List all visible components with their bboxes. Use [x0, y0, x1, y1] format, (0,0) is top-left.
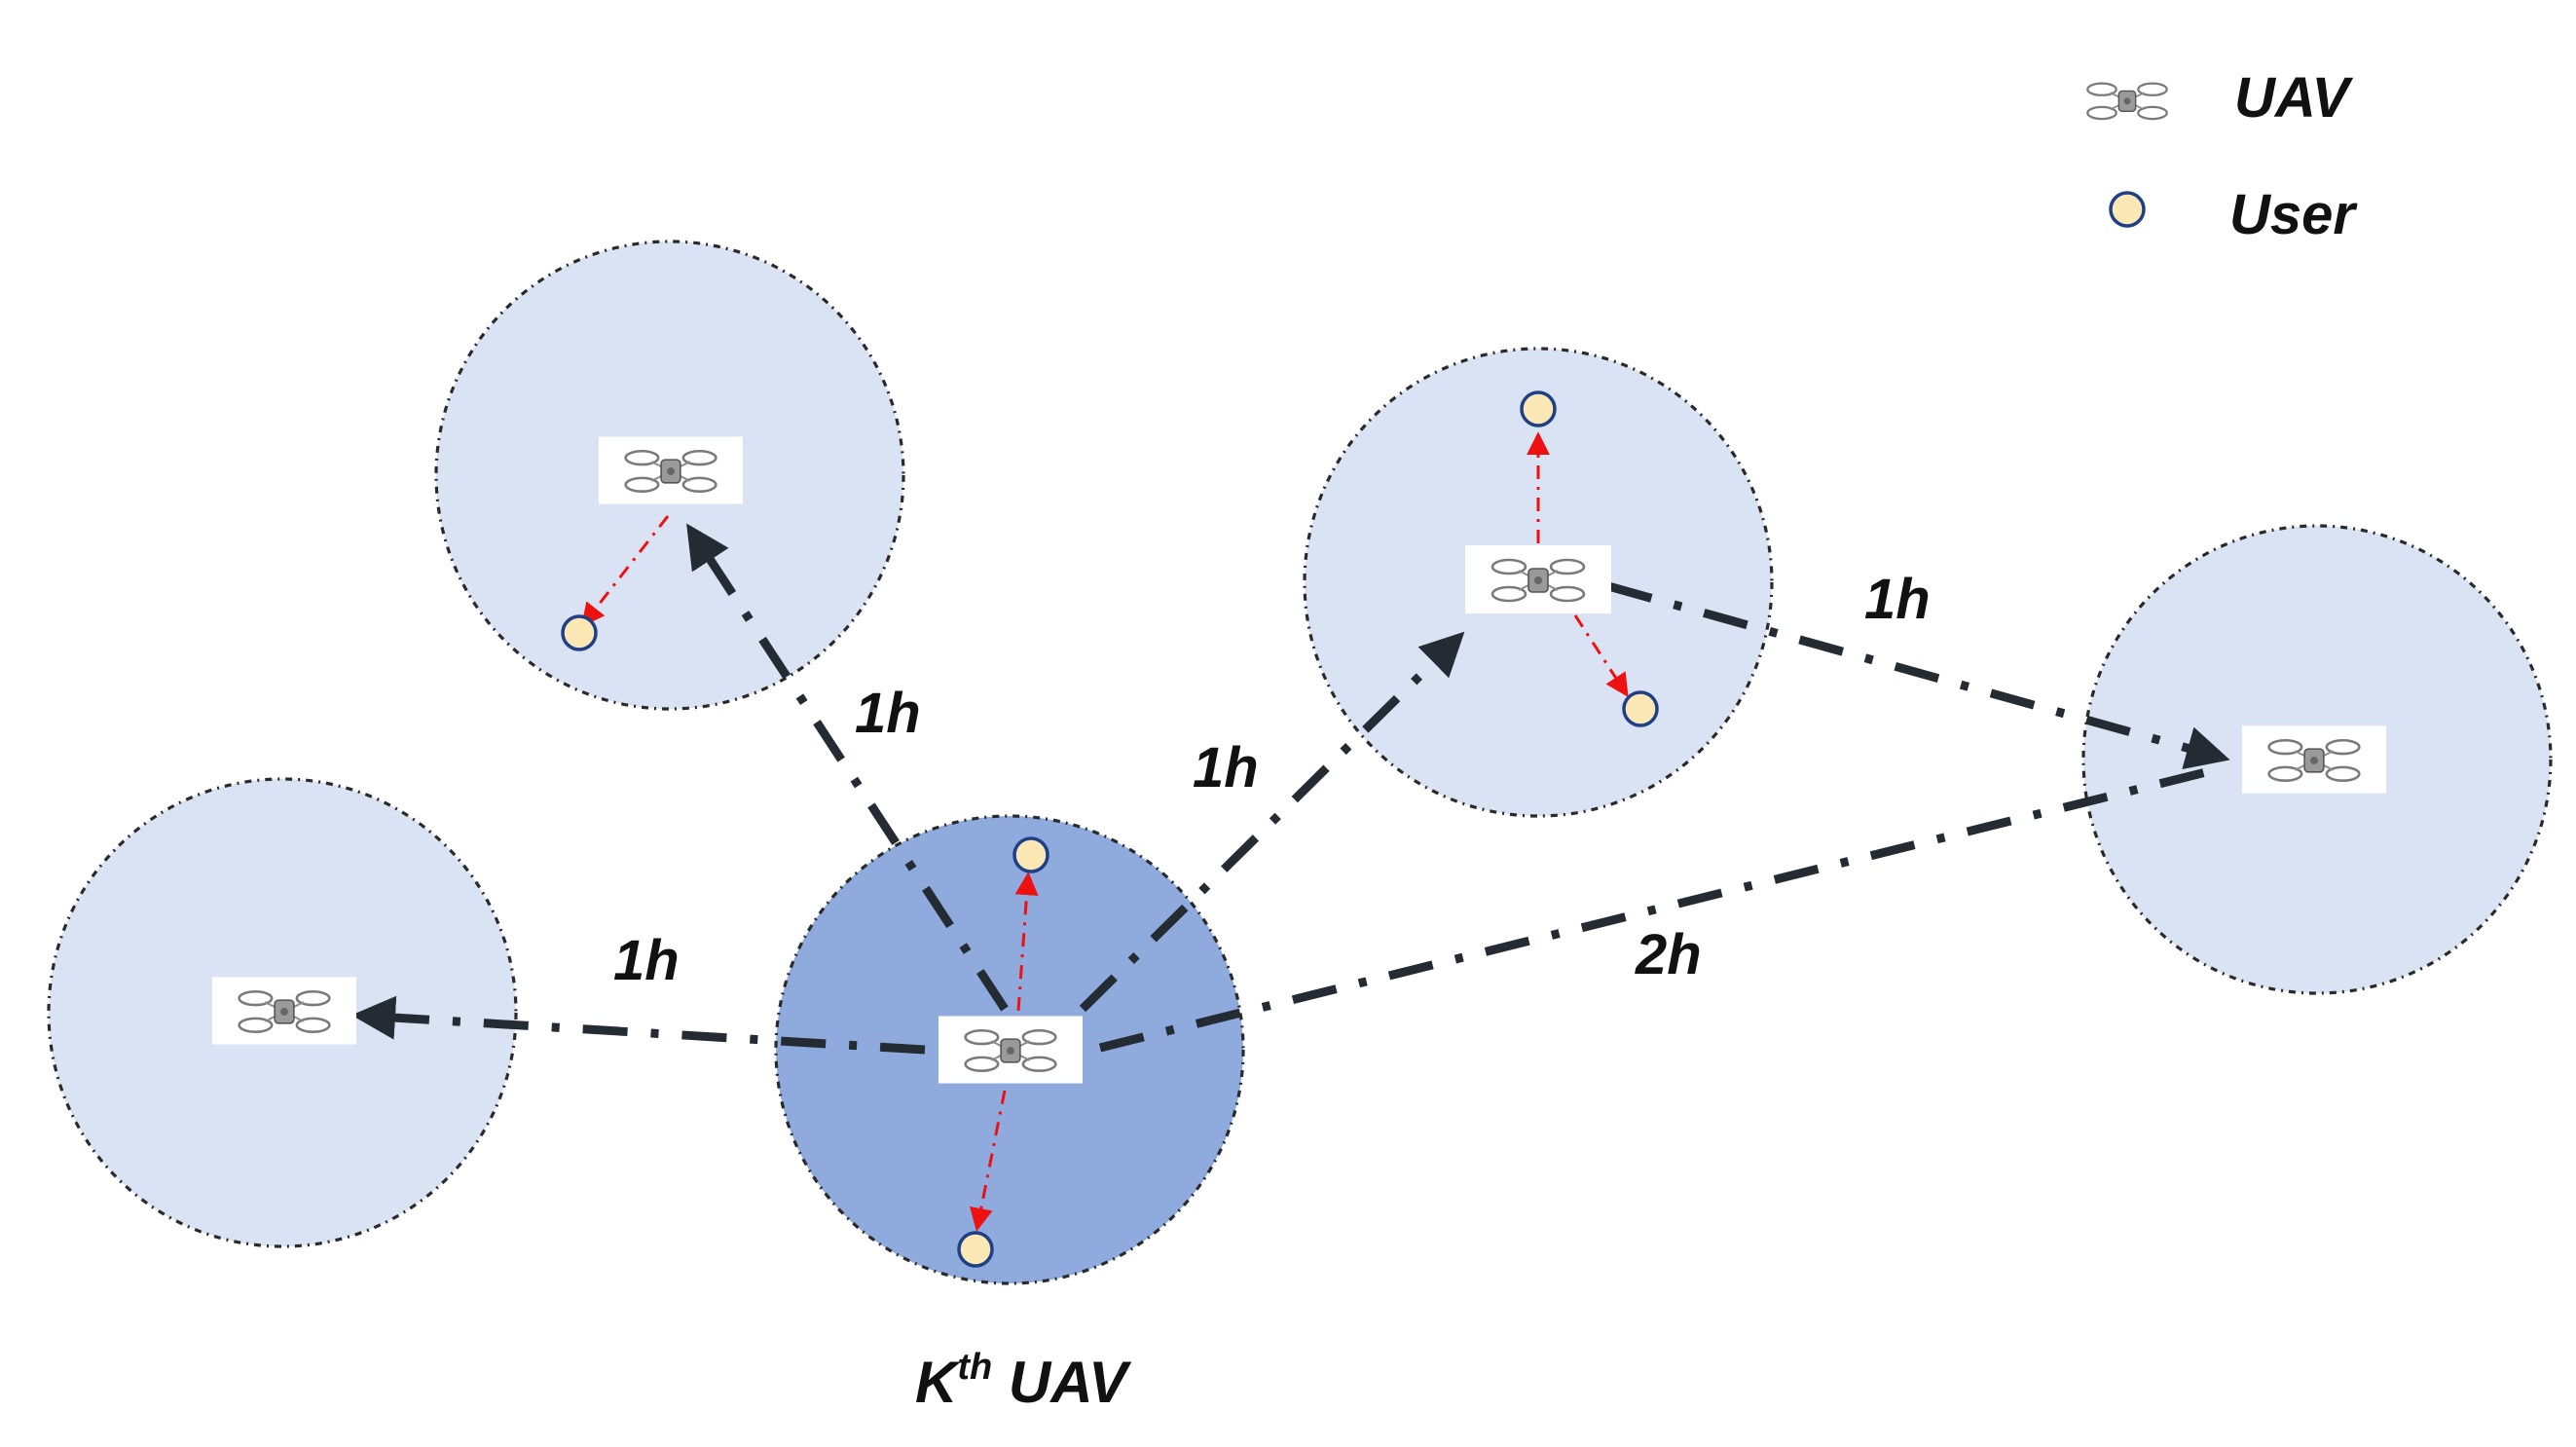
user-icon [561, 614, 598, 651]
uav-links [351, 523, 2230, 1055]
kth-uav-caption: Kth UAV [915, 1347, 1132, 1415]
hop-labels: 1h 1h 1h 1h 2h [613, 568, 1931, 992]
caption-suffix: UAV [992, 1350, 1132, 1415]
hop-label-to-right: 2h [1635, 923, 1702, 986]
link-middle-to-right [1606, 581, 2230, 769]
users [561, 390, 1659, 1268]
drone-icon [2064, 70, 2190, 130]
coverage-cells [47, 240, 2553, 1285]
caption-prefix: K [915, 1350, 961, 1415]
link-to-middle [1079, 631, 1465, 1013]
link-to-left [351, 995, 926, 1055]
drone-icon [599, 435, 743, 505]
access-link-middle-down [1573, 614, 1629, 698]
legend: UAV User [2064, 66, 2358, 246]
drone-icon [2242, 724, 2386, 795]
user-icon [2109, 191, 2146, 228]
access-links [581, 431, 1629, 1232]
hop-label-middle-to-right: 1h [1864, 568, 1931, 631]
hop-label-to-left: 1h [613, 929, 680, 992]
user-icon [957, 1231, 994, 1268]
user-icon [1012, 836, 1049, 873]
hop-label-to-middle: 1h [1193, 736, 1259, 799]
caption-superscript: th [957, 1347, 992, 1388]
link-to-right-2hop [1098, 764, 2220, 1053]
user-icon [1520, 390, 1557, 427]
user-icon [1622, 690, 1659, 727]
drone-icon [1465, 543, 1611, 615]
drone-icon [938, 1015, 1083, 1085]
hop-label-upper-left: 1h [855, 682, 921, 745]
legend-uav-label: UAV [2234, 66, 2353, 130]
access-link-center-up [1014, 872, 1039, 1012]
legend-user-label: User [2229, 183, 2358, 246]
access-link-center-down [969, 1090, 1007, 1232]
drone-icon [212, 976, 356, 1046]
access-link-upper-left [581, 515, 670, 627]
